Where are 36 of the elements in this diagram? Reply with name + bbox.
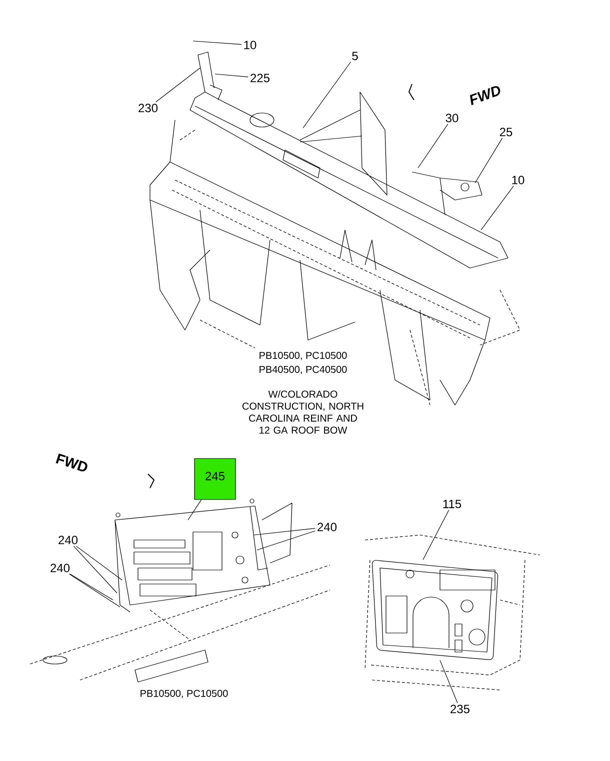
callout-number: 240 bbox=[58, 536, 78, 544]
leader-line bbox=[422, 510, 450, 560]
leader-line bbox=[156, 68, 200, 102]
leader-line bbox=[192, 40, 242, 45]
direction-label: FWD bbox=[56, 454, 88, 472]
callout-number: 225 bbox=[250, 74, 270, 82]
leader-line bbox=[254, 528, 316, 536]
callout-number: 235 bbox=[450, 704, 470, 714]
leader-line bbox=[214, 74, 248, 78]
direction-label: FWD bbox=[470, 86, 500, 106]
leader-line bbox=[69, 574, 120, 608]
leader-line bbox=[73, 546, 118, 594]
callout-number: 115 bbox=[443, 500, 462, 508]
instrument-panel-drawing bbox=[364, 534, 540, 690]
callout-number: 10 bbox=[244, 40, 256, 50]
leader-line bbox=[256, 530, 316, 550]
callout-number: 25 bbox=[500, 128, 512, 136]
model-code: PB10500, PC10500 bbox=[260, 352, 347, 360]
note-text: W/COLORADO CONSTRUCTION, NORTH CAROLINA REINF AND 12 GA ROOF BOW bbox=[242, 390, 364, 434]
callout-box: 245 bbox=[194, 458, 236, 500]
leader-line bbox=[70, 574, 114, 600]
leader-line bbox=[418, 124, 448, 168]
callout-number: 30 bbox=[446, 114, 458, 122]
model-code: PB10500, PC10500 bbox=[140, 690, 228, 698]
callout-number: 240 bbox=[318, 522, 337, 532]
leader-line bbox=[302, 62, 351, 128]
callout-number: 5 bbox=[352, 52, 358, 60]
leader-line bbox=[474, 138, 503, 184]
leader-line bbox=[188, 500, 202, 520]
model-code: PB40500, PC40500 bbox=[260, 366, 347, 374]
leader-line bbox=[480, 186, 514, 230]
callout-number: 10 bbox=[512, 176, 524, 184]
callout-number: 230 bbox=[138, 104, 158, 112]
leader-line bbox=[76, 546, 122, 580]
leader-line bbox=[440, 660, 458, 704]
callout-number: 240 bbox=[50, 564, 70, 572]
